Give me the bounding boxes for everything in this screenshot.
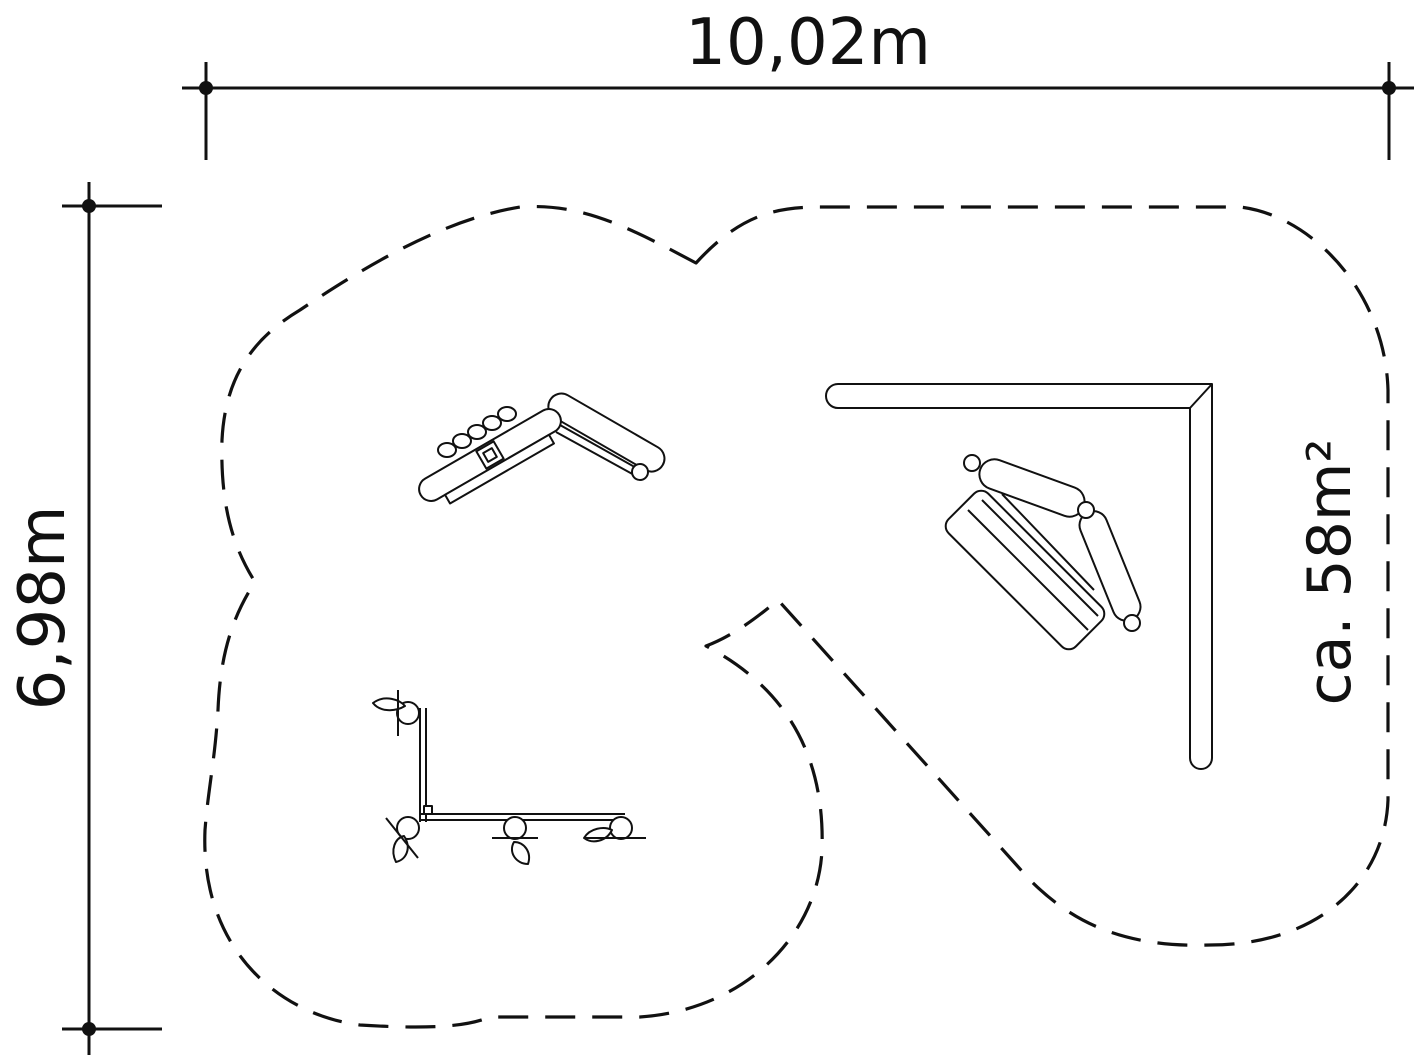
width-dimension-tick-left — [199, 81, 213, 95]
equipment-slide-combination — [418, 392, 666, 505]
width-label: 10,02m — [685, 6, 931, 80]
width-dimension-tick-right — [1382, 81, 1396, 95]
height-dimension-tick-bottom — [82, 1022, 96, 1036]
equipment-spring-frame — [372, 690, 646, 865]
safety-zone-outline — [203, 204, 1390, 1029]
height-label: 6,98m — [6, 506, 80, 711]
width-dimension: 10,02m — [182, 6, 1414, 160]
area-label: ca. 58m² — [1295, 439, 1365, 706]
equipment-log-benches — [944, 454, 1142, 651]
height-dimension: 6,98m — [6, 182, 162, 1055]
height-dimension-tick-top — [82, 199, 96, 213]
equipment-l-rail — [825, 383, 1213, 770]
